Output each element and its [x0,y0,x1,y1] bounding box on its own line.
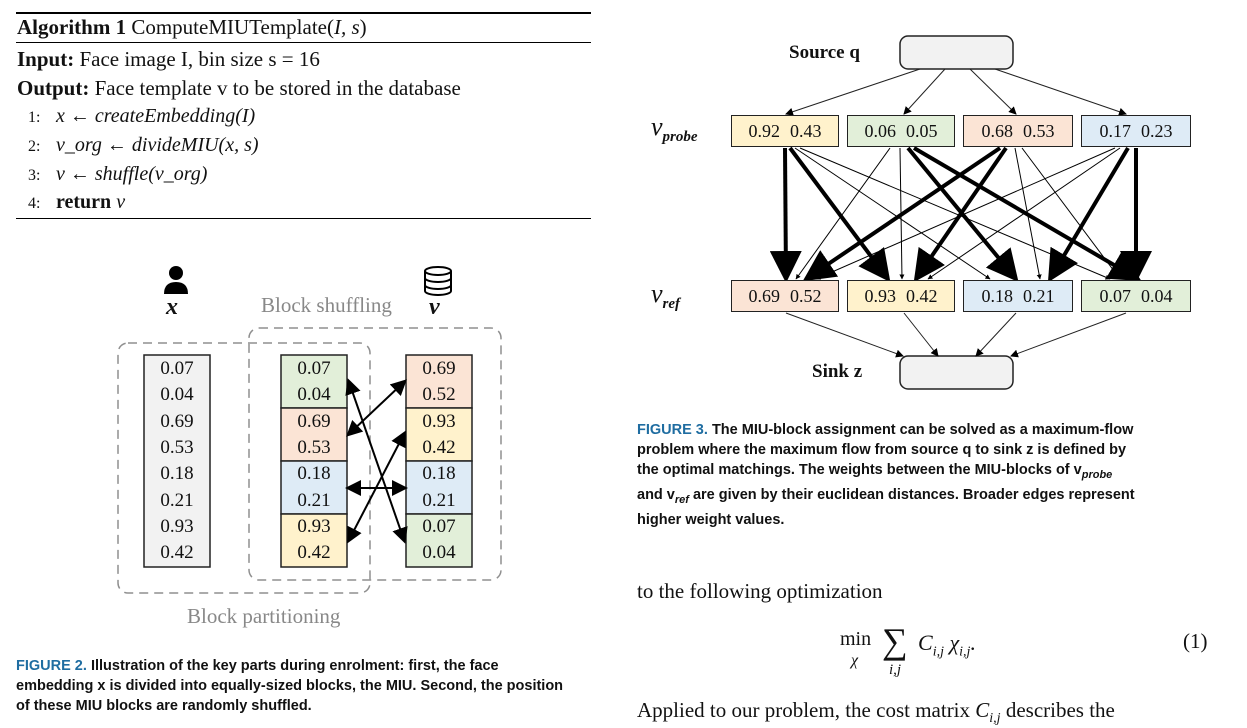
partition-block-4 [280,513,348,568]
algorithm-step-4: 4:return v [28,191,126,213]
source-node [899,35,1014,70]
shuffled-value: 0.04 [422,542,456,563]
partition-block-1 [280,354,348,409]
algorithm-title: Algorithm 1 ComputeMIUTemplate(I, s) [17,15,367,39]
x-value: 0.21 [160,490,194,511]
x-value: 0.53 [160,437,194,458]
equation-number: (1) [1183,629,1208,653]
algorithm-mid-rule [16,42,591,43]
block-shuffling-label: Block shuffling [261,293,392,317]
partition-value: 0.42 [297,542,331,563]
v-probe-label: vprobe [651,112,698,146]
algorithm-output: Output: Face template v to be stored in … [17,76,461,100]
person-icon [164,266,188,294]
algorithm-step-1: 1:x ← createEmbedding(I) [28,105,256,127]
algorithm-label: Algorithm 1 [17,15,127,39]
v-ref-label: vref [651,279,681,313]
shuffled-value: 0.42 [422,437,456,458]
shuffled-value: 0.21 [422,490,456,511]
shuffled-value: 0.18 [422,463,456,484]
shuffled-value: 0.52 [422,384,456,405]
shuffled-value: 0.93 [422,411,456,432]
matching-edges [769,146,1152,283]
v-vector-label: v [429,294,440,320]
partition-block-3 [280,460,348,515]
x-value: 0.07 [160,358,194,379]
database-icon [424,266,452,296]
partition-value: 0.04 [297,384,331,405]
x-value: 0.93 [160,516,194,537]
sink-label: Sink z [812,361,863,382]
shuffled-block-4 [405,513,473,568]
shuffle-arrows [345,378,408,544]
partition-value: 0.18 [297,463,331,484]
partition-value: 0.21 [297,490,331,511]
partition-value: 0.53 [297,437,331,458]
figure3-diagram [769,35,1152,390]
sink-node [899,355,1014,390]
algorithm-input: Input: Face image I, bin size s = 16 [17,47,320,71]
body-line-2: Applied to our problem, the cost matrix … [637,698,1115,727]
x-vector-label: x [166,294,178,320]
source-label: Source q [789,42,860,63]
algorithm-args: I, s [333,15,360,39]
x-value: 0.18 [160,463,194,484]
algorithm-step-3: 3:v ← shuffle(v_org) [28,163,208,185]
block-partitioning-label: Block partitioning [187,604,341,628]
source-edges [785,68,1127,116]
algorithm-name: ComputeMIUTemplate [131,15,327,39]
shuffled-value: 0.07 [422,516,456,537]
figure2-diagram [117,266,502,594]
sink-edges [785,312,1127,358]
x-value: 0.42 [160,542,194,563]
algorithm-top-rule [16,12,591,14]
block-shuffling-region [248,327,502,581]
x-value: 0.69 [160,411,194,432]
equation-1: min χ ∑ i,j Ci,j χi,j. [840,621,976,678]
shuffled-block-3 [405,460,473,515]
algorithm-step-2: 2:v_org ← divideMIU(x, s) [28,134,259,156]
partition-value: 0.69 [297,411,331,432]
partition-value: 0.07 [297,358,331,379]
body-line-1: to the following optimization [637,579,883,603]
x-vector-box [143,354,211,568]
x-value: 0.04 [160,384,194,405]
shuffled-block-2 [405,407,473,462]
algorithm-bottom-rule [16,218,591,219]
figure3-caption: FIGURE 3. The MIU-block assignment can b… [637,422,1135,528]
partition-value: 0.93 [297,516,331,537]
figure2-caption: FIGURE 2. Illustration of the key parts … [16,658,564,714]
shuffled-value: 0.69 [422,358,456,379]
shuffled-block-1 [405,354,473,409]
